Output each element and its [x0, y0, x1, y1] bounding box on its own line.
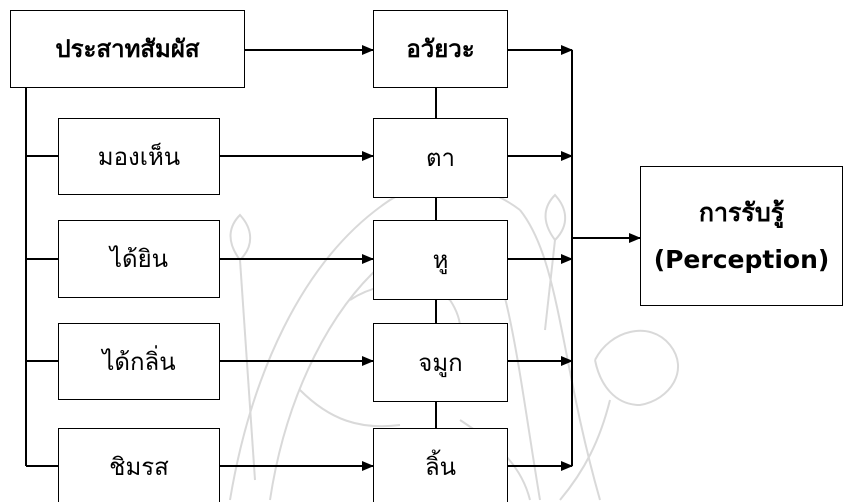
- organ-header-box: อวัยวะ: [373, 10, 508, 88]
- sense-label: ชิมรส: [109, 452, 169, 481]
- organ-box-tongue: ลิ้น: [373, 428, 508, 502]
- sense-label: มองเห็น: [97, 142, 181, 171]
- sense-header-box: ประสาทสัมผัส: [10, 10, 245, 88]
- sense-label: ได้กลิ่น: [102, 347, 176, 376]
- organ-label: หู: [432, 246, 449, 274]
- perception-output-box: การรับรู้ (Perception): [640, 166, 843, 306]
- organ-box-ear: หู: [373, 220, 508, 300]
- sense-header-label: ประสาทสัมผัส: [55, 35, 200, 63]
- organ-box-nose: จมูก: [373, 323, 508, 402]
- sense-box-sight: มองเห็น: [58, 118, 220, 195]
- organ-label: จมูก: [418, 348, 463, 377]
- organ-label: ลิ้น: [424, 452, 457, 481]
- sense-label: ได้ยิน: [109, 245, 169, 273]
- organ-header-label: อวัยวะ: [406, 35, 475, 63]
- organ-box-eye: ตา: [373, 118, 508, 198]
- sense-box-hearing: ได้ยิน: [58, 220, 220, 298]
- perception-title: การรับรู้: [698, 197, 785, 227]
- organ-label: ตา: [425, 144, 456, 172]
- sense-box-taste: ชิมรส: [58, 428, 220, 502]
- perception-subtitle: (Perception): [653, 245, 830, 274]
- sense-box-smell: ได้กลิ่น: [58, 323, 220, 400]
